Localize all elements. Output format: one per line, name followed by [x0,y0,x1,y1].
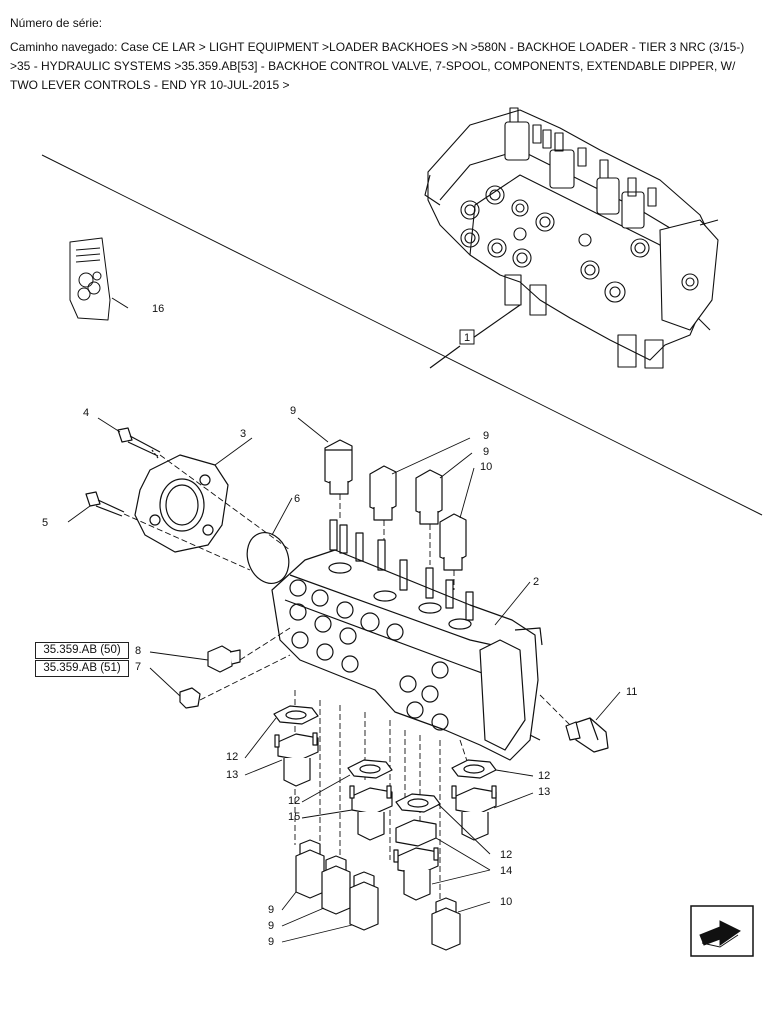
callout-12: 12 [538,770,550,782]
bolt-4 [117,427,161,459]
next-page-button[interactable] [690,905,754,957]
callout-15: 15 [288,811,300,823]
callout-7: 7 [135,661,141,673]
leader-1 [429,345,461,369]
cap-10-b [431,897,461,951]
seal-kit-icon [69,237,111,321]
breadcrumb[interactable]: Caminho navegado: Case CE LAR > LIGHT EQ… [10,40,745,92]
fitting-11 [565,717,609,753]
callout-10: 10 [500,896,512,908]
section-line [41,154,763,516]
plug-8 [207,645,241,673]
valve-body [271,519,543,761]
cap-9-e [321,855,351,915]
gasket-12-d [395,793,441,813]
reference-link-51[interactable]: 35.359.AB (51) [35,660,129,677]
callout-9: 9 [268,936,274,948]
gasket-12-b [347,759,393,779]
cover-plate [134,454,229,553]
gasket-12-c [451,759,497,779]
cap-9-d [295,839,325,899]
callout-9: 9 [268,904,274,916]
callout-6: 6 [294,493,300,505]
callout-10: 10 [480,461,492,473]
callout-1: 1 [464,332,470,344]
callout-11: 11 [626,686,637,698]
cap-9-f [349,871,379,931]
callout-12: 12 [226,751,238,763]
serial-number-label: Número de série: [10,16,103,30]
bolt-5 [85,491,125,517]
reference-link-50[interactable]: 35.359.AB (50) [35,642,129,659]
cap-9-c [415,469,443,525]
callout-9: 9 [268,920,274,932]
callout-13: 13 [226,769,238,781]
callout-9: 9 [483,446,489,458]
callout-9: 9 [290,405,296,417]
flange-13-a [274,732,319,787]
callout-5: 5 [42,517,48,529]
o-ring [246,532,290,584]
leader-16 [111,297,129,309]
flange-13-b [451,785,497,841]
cap-9-b [369,465,397,521]
cap-10-a [439,513,467,571]
gasket-12-a [273,705,319,725]
callout-12: 12 [500,849,512,861]
flange-14 [393,819,439,901]
callout-3: 3 [240,428,246,440]
cap-9-a [324,439,353,495]
callout-9: 9 [483,430,489,442]
callout-4: 4 [83,407,89,419]
callout-13: 13 [538,786,550,798]
next-page-icon [690,905,754,957]
callout-14: 14 [500,865,512,877]
flange-15 [349,785,393,841]
plug-7 [179,687,201,709]
callout-12: 12 [288,795,300,807]
callout-16: 16 [152,303,164,315]
control-valve-assembly [424,107,719,369]
callout-8: 8 [135,645,141,657]
callout-2: 2 [533,576,539,588]
